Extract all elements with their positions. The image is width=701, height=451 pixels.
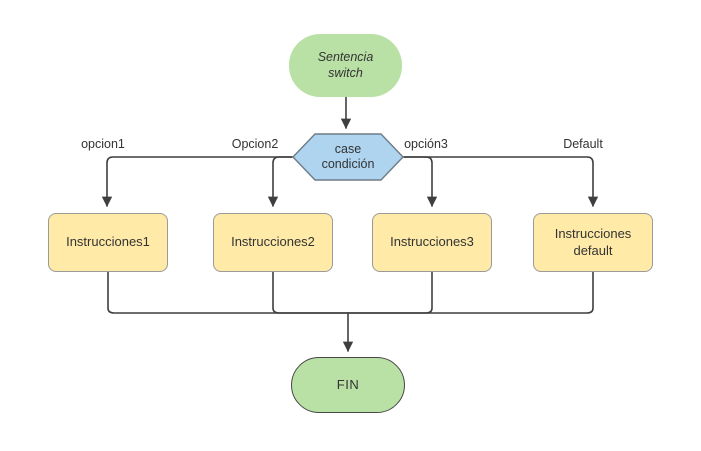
- connector-box1-to-merge: [107, 271, 349, 314]
- process-box-label: Instrucciones2: [231, 234, 315, 250]
- branch-label-opcion1: opcion1: [81, 137, 125, 151]
- end-node-label: FIN: [336, 376, 360, 392]
- process-box-instrucciones2: Instrucciones2: [213, 213, 333, 272]
- process-box-label: Instrucciones1: [66, 234, 150, 250]
- connector-box2-to-merge: [272, 271, 349, 314]
- decision-node: case condición: [292, 133, 404, 181]
- hexagon-shape: [292, 133, 404, 181]
- decision-node-label: case condición: [321, 142, 375, 171]
- process-box-label: Instrucciones default: [554, 226, 632, 258]
- connector-branch-opcion2: [267, 156, 293, 208]
- end-node: FIN: [291, 357, 405, 413]
- branch-label-opcion2: Opcion2: [231, 137, 279, 151]
- process-box-label: Instrucciones3: [390, 234, 474, 250]
- branch-label-default: Default: [563, 137, 603, 151]
- connector-box4-to-merge: [347, 271, 594, 314]
- process-box-instrucciones-default: Instrucciones default: [533, 213, 653, 272]
- connector-box3-to-merge: [347, 271, 433, 314]
- process-box-instrucciones1: Instrucciones1: [48, 213, 168, 272]
- process-box-instrucciones3: Instrucciones3: [372, 213, 492, 272]
- start-node: Sentencia switch: [289, 34, 402, 97]
- connector-branch-default: [403, 156, 599, 208]
- connector-branch-opcion1: [101, 156, 293, 208]
- branch-label-opcion3: opción3: [404, 137, 448, 151]
- start-node-label: Sentencia switch: [317, 49, 374, 80]
- connector-branch-opcion3: [403, 156, 438, 208]
